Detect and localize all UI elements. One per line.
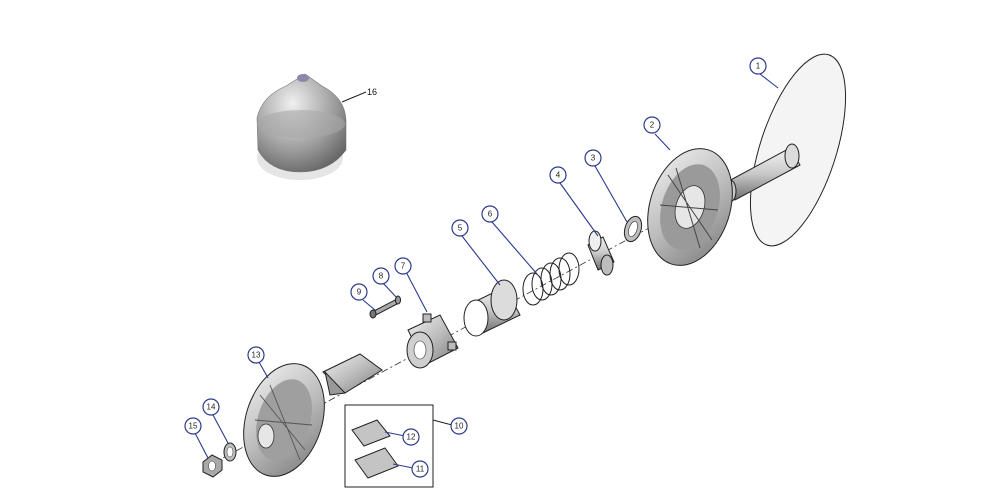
callout-9-label: 9 — [357, 288, 362, 297]
callout-15-label: 15 — [189, 422, 198, 431]
part-4-bushing — [587, 230, 615, 276]
part-3-washer — [623, 215, 643, 243]
part-15-nut — [202, 454, 223, 478]
leader-5 — [461, 235, 501, 286]
callout-5: 5 — [451, 219, 469, 237]
callout-13: 13 — [247, 346, 265, 364]
leader-16 — [341, 91, 367, 103]
callout-10: 10 — [450, 417, 468, 435]
callout-14: 14 — [202, 398, 220, 416]
leader-3 — [594, 165, 628, 223]
leader-9 — [362, 299, 376, 311]
leader-8 — [382, 282, 398, 299]
callout-2-label: 2 — [650, 121, 655, 130]
leader-6 — [491, 221, 538, 275]
part-12-weight — [351, 419, 391, 447]
leader-7 — [404, 269, 428, 313]
leader-12 — [384, 431, 406, 437]
callout-10-label: 10 — [455, 422, 464, 431]
part-11-weight — [354, 447, 399, 479]
callout-7-label: 7 — [401, 262, 406, 271]
callout-1: 1 — [749, 57, 767, 75]
part-10-weight-assembly — [322, 353, 434, 488]
leader-11 — [392, 463, 414, 469]
part-6-spring — [522, 252, 580, 306]
callout-8: 8 — [372, 267, 390, 285]
callout-6: 6 — [481, 205, 499, 223]
callout-15: 15 — [184, 417, 202, 435]
callout-7: 7 — [394, 257, 412, 275]
callout-11-label: 11 — [416, 465, 425, 474]
leader-15 — [194, 432, 209, 459]
callout-4: 4 — [549, 166, 567, 184]
callout-2: 2 — [643, 116, 661, 134]
part-1-fixed-sheave — [723, 53, 847, 247]
part-7-spider — [406, 313, 459, 369]
callout-9: 9 — [350, 283, 368, 301]
callout-5-label: 5 — [458, 224, 463, 233]
callout-6-label: 6 — [488, 210, 493, 219]
part-2-movable-sheave — [647, 148, 733, 266]
callout-16-label: 16 — [367, 87, 377, 97]
callout-3-label: 3 — [591, 154, 596, 163]
callout-3: 3 — [584, 149, 602, 167]
callout-14-label: 14 — [207, 403, 216, 412]
leader-2 — [654, 133, 671, 151]
callout-4-label: 4 — [556, 171, 561, 180]
callout-13-label: 13 — [252, 351, 261, 360]
callout-12: 12 — [402, 428, 420, 446]
callout-11: 11 — [411, 460, 429, 478]
leader-14 — [212, 414, 229, 444]
part-5-cup — [463, 279, 521, 337]
leader-1 — [759, 73, 779, 89]
leader-4 — [559, 182, 599, 237]
part-16-cap — [256, 73, 347, 180]
leader-10 — [432, 419, 453, 426]
callout-1-label: 1 — [756, 62, 761, 71]
callout-8-label: 8 — [379, 272, 384, 281]
callout-12-label: 12 — [407, 433, 416, 442]
part-13-cover — [243, 363, 325, 477]
leader-13 — [258, 361, 269, 379]
part-14-washer — [223, 442, 237, 462]
